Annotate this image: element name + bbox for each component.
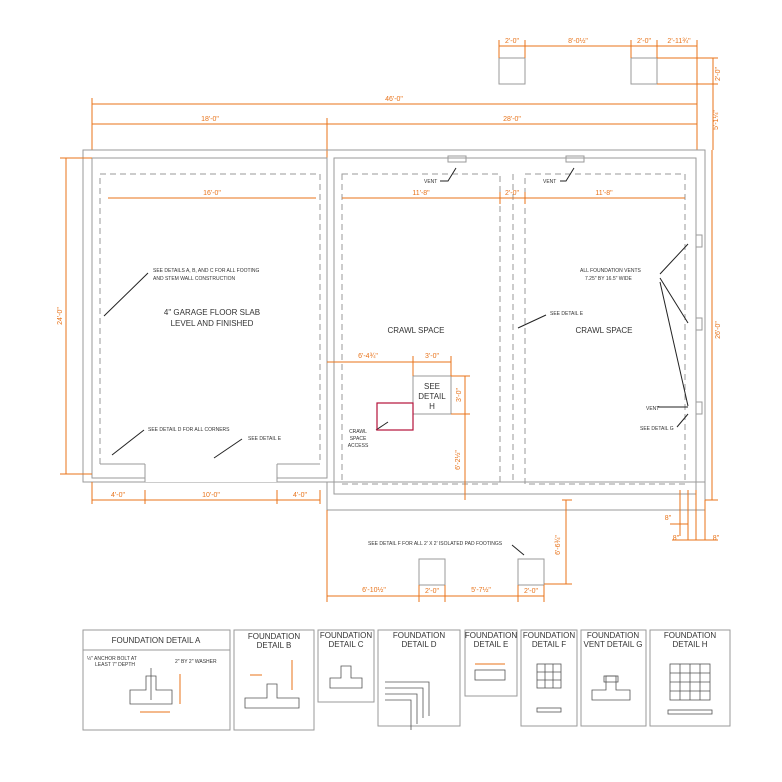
isolated-pad-bottom-b [418,558,446,586]
dim-pad-left-offset: 6'-10½" [362,586,386,594]
detail-a-note-1: ½" ANCHOR BOLT AT [87,655,137,662]
dim-right-depth: 26'-0" [715,321,722,339]
detail-c-title-1: FOUNDATION [320,631,373,640]
note-vents: ALL FOUNDATION VENTS [580,268,642,274]
dim-door-width: 10'-0" [202,492,220,499]
access-label-3: ACCESS [348,443,369,449]
vent-side-label: VENT [646,406,659,412]
dim-hatch-down: 6'-2½" [454,450,462,470]
detail-b-title-2: DETAIL B [257,641,292,650]
dim-vent-8a: 8" [665,515,672,522]
dim-hatch-offset: 6'-4¾" [358,353,378,360]
footing-dashed-lines [99,173,686,485]
dim-crawl-left: 11'-8" [412,190,430,197]
detail-a-panel: FOUNDATION DETAIL A ½" ANCHOR BOLT AT LE… [82,629,231,731]
dim-garage-width: 18'-0" [201,116,219,123]
dim-pad-vert: 6'-6¾" [555,535,562,555]
hatch-dimensions [327,356,572,584]
crawl-space-left-label: CRAWL SPACE [387,326,444,335]
detail-d-title-1: FOUNDATION [393,631,446,640]
interior-dimension-lines [60,150,718,504]
dim-pad-between: 5'-7½" [471,586,491,594]
dim-door-left: 4'-0" [111,492,125,499]
detail-e-title-1: FOUNDATION [465,631,518,640]
vent-offset-dims [670,490,718,541]
note-stem-wall: AND STEM WALL CONSTRUCTION [153,276,236,282]
detail-g-panel: FOUNDATION VENT DETAIL G [580,629,647,727]
detail-a-note-3: 2" BY 2" WASHER [175,659,217,665]
vent-label-right: VENT [543,179,556,185]
detail-h-box [412,375,452,415]
note-see-detail-f: SEE DETAIL F FOR ALL 2' X 2' ISOLATED PA… [368,541,503,547]
dim-vent-8c: 8" [713,535,720,542]
note-see-detail-e-mid: SEE DETAIL E [550,311,584,317]
isolated-pad-bottom-c [517,558,545,586]
note-see-detail-e-low: SEE DETAIL E [248,436,282,442]
dim-garage-inner: 16'-0" [203,190,221,197]
note-vents-size: 7.25" BY 16.5" WIDE [585,276,632,282]
note-see-detail-g: SEE DETAIL G [640,426,674,432]
slab-label: 4" GARAGE FLOOR SLAB [164,308,260,317]
detail-h-title-1: FOUNDATION [664,631,717,640]
detail-h-label-2: DETAIL [418,392,446,401]
dim-pad-spacing: 8'-0½" [568,37,588,45]
dim-vent-8b: 8" [673,535,680,542]
dim-center-wall: 2'-0" [505,190,519,197]
dim-pad-top-right: 2'-0" [637,38,651,45]
dim-overall: 46'-0" [385,96,403,103]
dim-house-width: 28'-0" [503,116,521,123]
dim-pad-top-left: 2'-0" [505,38,519,45]
bottom-pad-dims [326,510,572,602]
dim-pad-height: 2'-0" [715,67,722,81]
dim-door-right: 4'-0" [293,492,307,499]
garage-door-opening [100,462,320,482]
detail-c-title-2: DETAIL C [328,640,363,649]
detail-e-title-2: DETAIL E [474,640,509,649]
detail-c-panel: FOUNDATION DETAIL C [317,629,375,703]
detail-f-title-1: FOUNDATION [523,631,576,640]
detail-b-panel: FOUNDATION DETAIL B [233,629,315,731]
dim-pad-offset: 2'-11¾" [667,38,691,45]
dim-crawl-right: 11'-8" [595,190,613,197]
detail-h-label-1: SEE [424,382,440,391]
access-label-2: SPACE [350,436,367,442]
isolated-pad-top-left [498,57,526,85]
note-see-detail-d: SEE DETAIL D FOR ALL CORNERS [148,427,230,433]
detail-f-title-2: DETAIL F [532,640,566,649]
crawl-space-access-hatch [376,402,414,431]
detail-e-panel: FOUNDATION DETAIL E [464,629,518,697]
isolated-pad-top-right [630,57,658,85]
detail-h-title-2: DETAIL H [672,640,707,649]
crawl-space-right-label: CRAWL SPACE [575,326,632,335]
detail-d-panel: FOUNDATION DETAIL D [377,629,461,730]
leader-lines [103,167,689,556]
access-label-1: CRAWL [349,429,367,435]
dim-left-depth: 24'-0" [57,307,64,325]
dim-hatch-height: 3'-0" [456,388,463,402]
detail-f-panel: FOUNDATION DETAIL F [520,629,578,727]
detail-h-panel: FOUNDATION DETAIL H [649,629,731,727]
detail-d-title-2: DETAIL D [401,640,436,649]
detail-b-title-1: FOUNDATION [248,632,301,641]
detail-a-title: FOUNDATION DETAIL A [112,636,201,645]
detail-h-label-3: H [429,402,435,411]
dim-side-offset: 5'-1¼" [713,110,720,130]
slab-label-2: LEVEL AND FINISHED [171,319,254,328]
detail-g-title-2: VENT DETAIL G [584,640,643,649]
vent-label-left: VENT [424,179,437,185]
detail-g-title-1: FOUNDATION [587,631,640,640]
dim-pad-b-width: 2'-0" [425,588,439,595]
note-see-details-abc: SEE DETAILS A, B, AND C FOR ALL FOOTING [153,268,260,274]
dimension-lines-top [91,40,718,160]
dim-pad-c-width: 2'-0" [524,588,538,595]
dim-hatch-width: 3'-0" [425,353,439,360]
detail-a-note-2: LEAST 7" DEPTH [95,662,135,668]
